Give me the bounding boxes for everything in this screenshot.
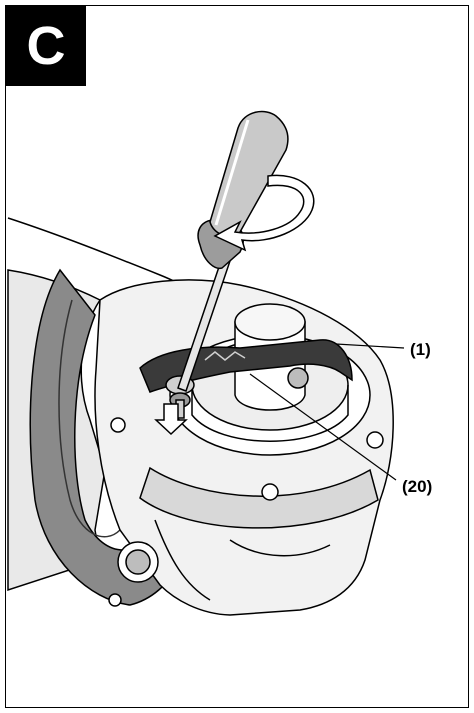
rotation-arrow-icon <box>213 174 315 252</box>
screwdriver <box>177 110 289 392</box>
down-arrow <box>154 403 188 436</box>
tool-body <box>7 217 206 606</box>
callout-20: (20) <box>249 373 432 496</box>
callout-label-20: (20) <box>402 477 432 496</box>
callout-label-1: (1) <box>410 340 431 359</box>
callout-1: (1) <box>335 340 431 359</box>
figure-letter-badge: C <box>6 6 86 86</box>
figure-frame: C <box>5 5 469 708</box>
